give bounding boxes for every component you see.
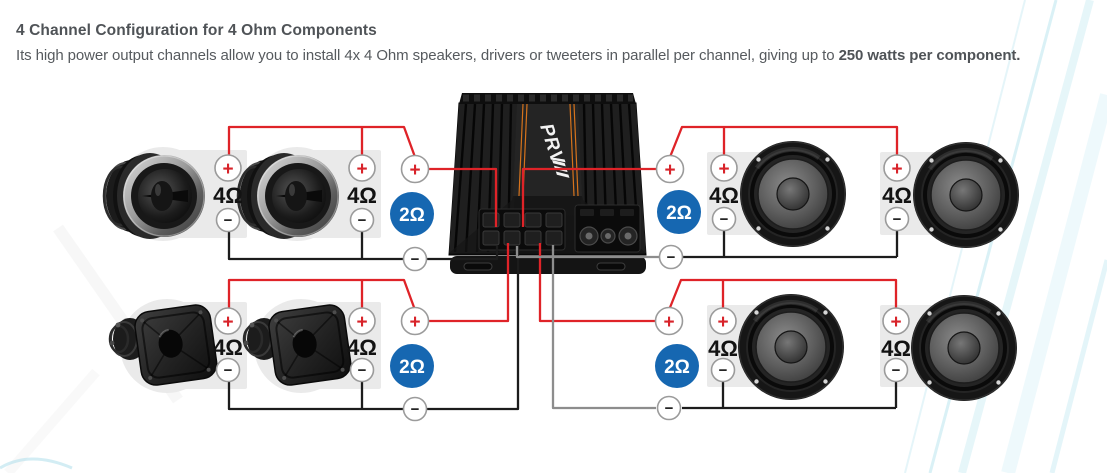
channel-positive-node: + [400, 306, 430, 336]
channel-negative-node: − [658, 244, 684, 270]
positive-terminal: + [709, 307, 737, 335]
bullet-tweeter-1 [102, 151, 207, 241]
svg-text:+: + [222, 312, 233, 333]
amp-base [450, 256, 646, 274]
parallel-impedance-badge: 2Ω [390, 192, 434, 236]
negative-terminal: − [883, 357, 909, 383]
woofer-top-1 [740, 141, 846, 247]
svg-text:−: − [893, 211, 902, 228]
speaker-impedance-label: 4Ω [213, 183, 243, 208]
channel-bottom-left: + 4Ω − + 4Ω − + 2Ω − [213, 306, 434, 422]
svg-text:2Ω: 2Ω [399, 357, 425, 378]
positive-wires [227, 125, 899, 323]
negative-terminal: − [711, 206, 737, 232]
svg-text:+: + [717, 312, 728, 333]
svg-text:+: + [409, 312, 420, 333]
positive-terminal: + [214, 154, 242, 182]
parallel-impedance-badge: 2Ω [390, 344, 434, 388]
negative-terminal: − [215, 357, 241, 383]
speaker-impedance-label: 4Ω [347, 335, 377, 360]
page-subtitle: Its high power output channels allow you… [16, 47, 1021, 64]
svg-text:+: + [409, 160, 420, 181]
svg-text:+: + [663, 312, 674, 333]
speaker-impedance-label: 4Ω [213, 335, 243, 360]
negative-terminal: − [710, 357, 736, 383]
subtitle-bold-text: 250 watts per component. [838, 47, 1021, 64]
woofer-bottom-2 [911, 295, 1017, 401]
svg-text:−: − [358, 362, 367, 379]
page-title: 4 Channel Configuration for 4 Ohm Compon… [16, 22, 377, 39]
positive-terminal: + [214, 307, 242, 335]
svg-text:−: − [719, 362, 728, 379]
header: 4 Channel Configuration for 4 Ohm Compon… [16, 22, 1020, 64]
parallel-impedance-badge: 2Ω [655, 344, 699, 388]
svg-text:+: + [664, 160, 675, 181]
speaker-impedance-label: 4Ω [347, 183, 377, 208]
amp-power-terminal-block [574, 204, 641, 253]
channel-positive-node: + [400, 154, 430, 184]
woofer-bottom-1 [738, 294, 844, 400]
amp-speaker-terminal-block [478, 208, 566, 251]
negative-terminal: − [349, 207, 375, 233]
channel-bottom-right: + 2Ω − + 4Ω − + 4Ω − [654, 306, 911, 421]
svg-text:−: − [720, 211, 729, 228]
svg-text:+: + [356, 159, 367, 180]
positive-terminal: + [710, 154, 738, 182]
speaker-impedance-label: 4Ω [882, 183, 912, 208]
svg-text:+: + [222, 159, 233, 180]
svg-text:−: − [667, 249, 676, 266]
channel-negative-node: − [402, 246, 428, 272]
positive-terminal: + [883, 154, 911, 182]
woofer-top-2 [913, 142, 1019, 248]
channel-positive-node: + [655, 154, 685, 184]
negative-terminal: − [884, 206, 910, 232]
svg-text:−: − [411, 401, 420, 418]
positive-terminal: + [882, 307, 910, 335]
svg-text:2Ω: 2Ω [664, 357, 690, 378]
positive-terminal: + [348, 154, 376, 182]
svg-text:−: − [892, 362, 901, 379]
speaker-impedance-label: 4Ω [709, 183, 739, 208]
channel-top-left: + 4Ω − + 4Ω − + 2Ω − [213, 154, 434, 272]
parallel-impedance-badge: 2Ω [657, 190, 701, 234]
amplifier: PRV [448, 93, 647, 274]
negative-wires [227, 229, 899, 411]
svg-text:−: − [224, 212, 233, 229]
svg-text:−: − [665, 400, 674, 417]
svg-text:2Ω: 2Ω [666, 203, 692, 224]
svg-text:+: + [891, 159, 902, 180]
svg-text:−: − [411, 251, 420, 268]
svg-text:−: − [224, 362, 233, 379]
amp-center-panel: PRV [513, 103, 582, 197]
svg-text:−: − [358, 212, 367, 229]
amp-top-cap [459, 93, 636, 104]
channel-positive-node: + [654, 306, 684, 336]
speaker-impedance-label: 4Ω [708, 336, 738, 361]
horn-tweeter-2 [242, 301, 354, 389]
negative-terminal: − [349, 357, 375, 383]
channel-negative-node: − [656, 395, 682, 421]
svg-text:+: + [718, 159, 729, 180]
svg-text:2Ω: 2Ω [399, 205, 425, 226]
negative-return-wires-gray [515, 245, 660, 410]
svg-text:+: + [890, 312, 901, 333]
speaker-impedance-label: 4Ω [881, 336, 911, 361]
channel-negative-node: − [402, 396, 428, 422]
amp-orange-pinstripes [518, 103, 579, 197]
bullet-tweeter-2 [236, 151, 341, 241]
svg-text:+: + [356, 312, 367, 333]
negative-terminal: − [215, 207, 241, 233]
positive-terminal: + [348, 307, 376, 335]
channel-top-right: + 2Ω − + 4Ω − + 4Ω − [655, 154, 912, 270]
